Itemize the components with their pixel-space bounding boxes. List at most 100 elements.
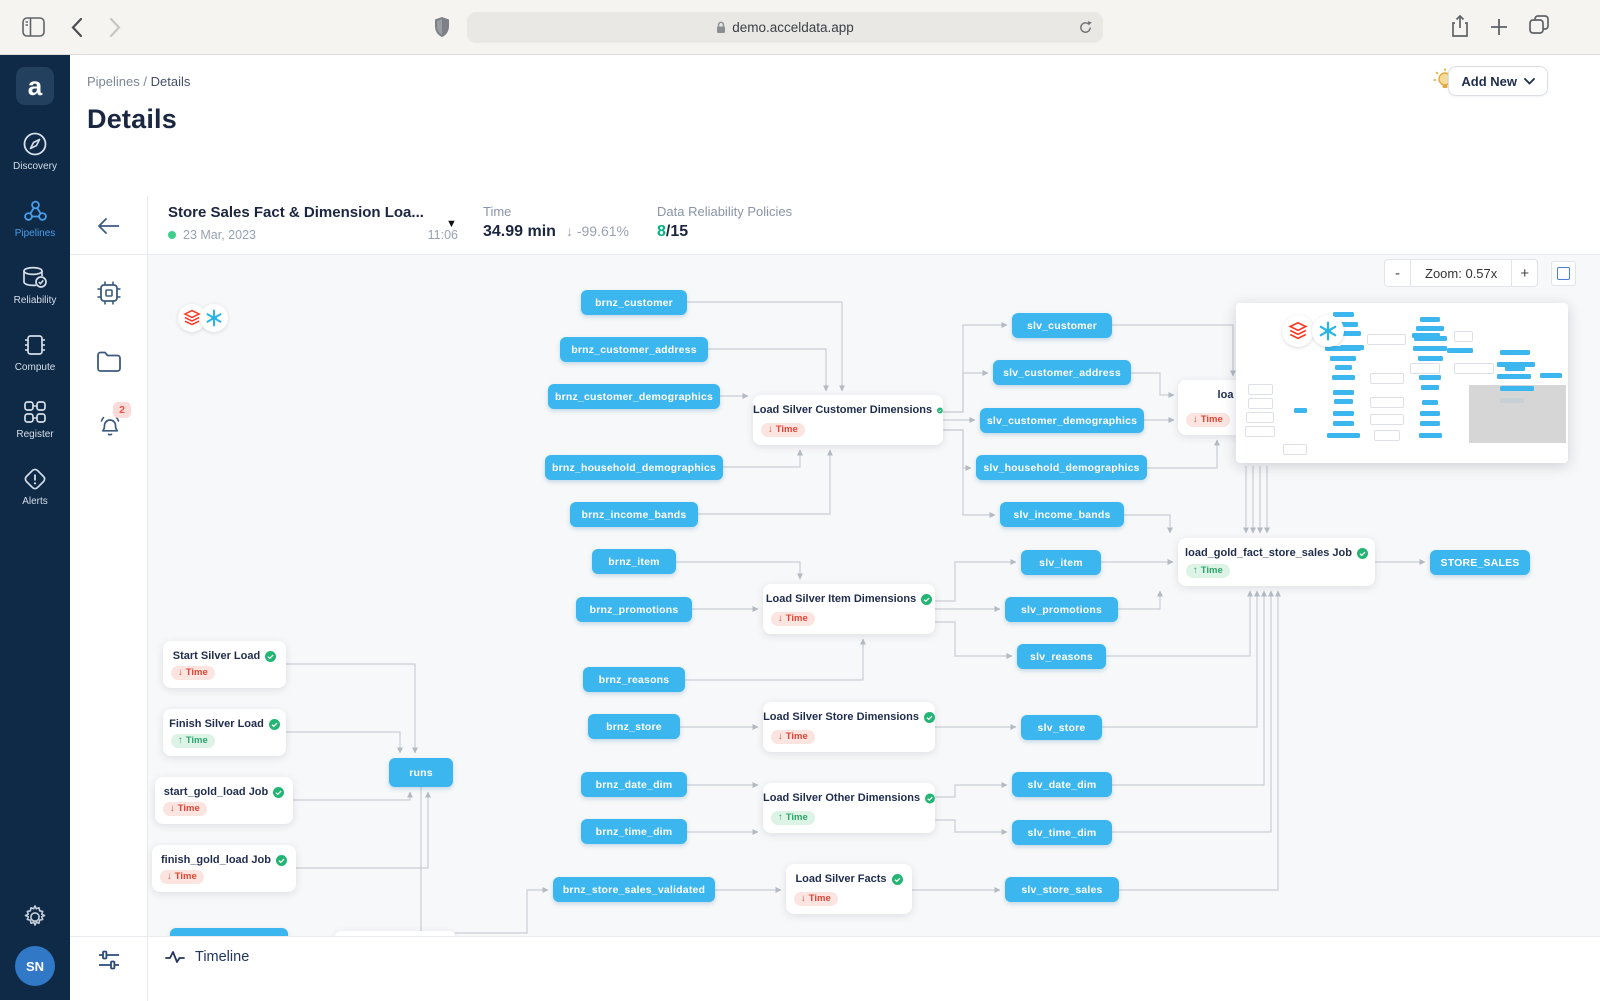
slv_store_sales-node[interactable]: slv_store_sales xyxy=(1005,877,1119,902)
url-text: demo.acceldata.app xyxy=(732,20,854,35)
slv_household_demographics-node[interactable]: slv_household_demographics xyxy=(976,455,1147,480)
pipeline-name[interactable]: Store Sales Fact & Dimension Loa... xyxy=(168,204,424,221)
time-down-badge: ↓Time xyxy=(771,612,815,626)
time-down-badge: ↓Time xyxy=(171,666,215,680)
slv_customer_demographics-node[interactable]: slv_customer_demographics xyxy=(980,408,1144,433)
chevron-down-icon xyxy=(1524,77,1535,85)
slv_customer_address-node[interactable]: slv_customer_address xyxy=(993,360,1131,385)
sidebar-item-discovery[interactable]: Discovery xyxy=(0,131,70,172)
add-new-button[interactable]: Add New xyxy=(1448,66,1548,96)
timeline-toggle[interactable]: Timeline xyxy=(165,949,249,965)
minimap-node xyxy=(1418,433,1442,438)
minimap-node xyxy=(1328,321,1359,327)
slv_income_bands-node[interactable]: slv_income_bands xyxy=(1000,502,1124,527)
page-title: Details xyxy=(87,104,177,134)
back-arrow-icon[interactable] xyxy=(97,217,121,235)
fit-view-button[interactable] xyxy=(1551,260,1577,286)
brnz_promotions-node[interactable]: brnz_promotions xyxy=(576,597,692,622)
slv_item-node[interactable]: slv_item xyxy=(1021,550,1101,575)
sidebar-item-register[interactable]: Register xyxy=(0,399,70,440)
brnz_customer_demographics-node[interactable]: brnz_customer_demographics xyxy=(548,384,720,409)
sidebar-item-reliability[interactable]: Reliability xyxy=(0,265,70,306)
folder-icon[interactable] xyxy=(96,351,122,373)
breadcrumb-parent[interactable]: Pipelines xyxy=(87,74,140,89)
brnz_time_dim-node[interactable]: brnz_time_dim xyxy=(581,819,687,844)
slv_time_dim-node[interactable]: slv_time_dim xyxy=(1012,820,1112,845)
address-bar[interactable]: demo.acceldata.app xyxy=(467,12,1103,43)
app-logo[interactable]: a xyxy=(16,67,54,105)
start_gold_load-node[interactable]: start_gold_load Job↓Time xyxy=(155,777,293,824)
back-button-icon[interactable] xyxy=(70,17,83,38)
settings-gear-icon[interactable] xyxy=(22,904,48,930)
brnz_store-node[interactable]: brnz_store xyxy=(588,714,680,739)
display-settings-icon[interactable] xyxy=(96,947,122,973)
slv_promotions-node[interactable]: slv_promotions xyxy=(1005,597,1118,622)
sidebar-item-alerts[interactable]: Alerts xyxy=(0,466,70,507)
load_gold_fact_store_sales-node[interactable]: load_gold_fact_store_sales Job↑Time xyxy=(1178,538,1375,586)
zoom-toolbar: - Zoom: 0.57x + xyxy=(1384,259,1577,287)
minimap-node xyxy=(1247,384,1273,396)
job-title: Load Silver Item Dimensions xyxy=(765,593,917,605)
sidebar-item-compute[interactable]: Compute xyxy=(0,332,70,373)
brnz_store_sales_validated-node[interactable]: brnz_store_sales_validated xyxy=(553,877,715,902)
minimap-viewport[interactable] xyxy=(1469,385,1566,443)
slv_date_dim-node[interactable]: slv_date_dim xyxy=(1012,772,1112,797)
brnz_customer_address-node[interactable]: brnz_customer_address xyxy=(560,337,708,362)
finish_gold_load-node[interactable]: finish_gold_load Job↓Time xyxy=(152,845,296,892)
start_silver_load-node[interactable]: Start Silver Load↓Time xyxy=(163,641,286,688)
alerts-count-badge: 2 xyxy=(113,402,131,418)
arrow-down-icon: ↓ xyxy=(778,613,783,624)
slv_customer-node[interactable]: slv_customer xyxy=(1012,313,1112,338)
job-title: Load Silver Store Dimensions xyxy=(763,711,919,723)
slv_reasons-node[interactable]: slv_reasons xyxy=(1017,644,1106,669)
arrow-down-icon: ↓ xyxy=(768,424,773,435)
arrow-down-icon: ↓ xyxy=(1193,414,1198,425)
forward-button-icon[interactable] xyxy=(109,17,122,38)
dag-minimap[interactable] xyxy=(1236,303,1568,463)
brnz_income_bands-node[interactable]: brnz_income_bands xyxy=(570,502,698,527)
arrow-up-icon: ↑ xyxy=(178,735,183,746)
finish_silver_load-node[interactable]: Finish Silver Load↑Time xyxy=(163,709,286,756)
load_silver_customer_dimensions-node[interactable]: Load Silver Customer Dimensions↓Time xyxy=(753,395,943,445)
sidebar-item-pipelines[interactable]: Pipelines xyxy=(0,198,70,239)
brnz_date_dim-node[interactable]: brnz_date_dim xyxy=(581,772,687,797)
minimap-node xyxy=(1369,413,1405,425)
minimap-node xyxy=(1374,430,1400,442)
reload-icon[interactable] xyxy=(1078,19,1093,36)
load_silver_item_dimensions-node[interactable]: Load Silver Item Dimensions ↓Time xyxy=(763,584,935,634)
load_silver_other_dimensions-node[interactable]: Load Silver Other Dimensions↑Time xyxy=(763,783,935,833)
status-dot xyxy=(168,231,176,239)
share-icon[interactable] xyxy=(1451,14,1469,38)
success-check-icon xyxy=(273,786,285,798)
brnz_reasons-node[interactable]: brnz_reasons xyxy=(583,667,685,692)
brnz_customer-node[interactable]: brnz_customer xyxy=(581,290,687,315)
zoom-out-button[interactable]: - xyxy=(1384,259,1411,287)
minimap-node xyxy=(1326,433,1360,438)
sidebar-item-label: Pipelines xyxy=(14,228,56,239)
sidebar-toggle-icon[interactable] xyxy=(22,17,45,37)
privacy-shield-icon[interactable] xyxy=(434,16,450,38)
load_silver_facts-node[interactable]: Load Silver Facts↓Time xyxy=(786,864,912,914)
new-tab-icon[interactable] xyxy=(1490,18,1508,36)
runs-node[interactable]: runs xyxy=(389,758,453,787)
tabs-overview-icon[interactable] xyxy=(1529,15,1549,35)
slv_store-node[interactable]: slv_store xyxy=(1021,715,1102,740)
store_sales-node[interactable]: STORE_SALES xyxy=(1430,550,1530,575)
time-down-badge: ↓Time xyxy=(771,730,815,744)
timeline-pulse-icon xyxy=(165,951,185,963)
brnz_item-node[interactable]: brnz_item xyxy=(592,549,676,574)
policies-total: /15 xyxy=(665,223,689,240)
pipeline-dropdown-caret-icon[interactable]: ▼ xyxy=(446,218,457,230)
job-chip-icon[interactable] xyxy=(96,280,122,306)
user-avatar[interactable]: SN xyxy=(15,946,55,986)
load_silver_store_dimensions-node[interactable]: Load Silver Store Dimensions ↓Time xyxy=(763,702,935,752)
compute-chip-icon xyxy=(25,335,45,355)
time-up-badge: ↑Time xyxy=(171,734,215,748)
lock-icon xyxy=(717,21,726,33)
brnz_household_demographics-node[interactable]: brnz_household_demographics xyxy=(545,455,723,480)
zoom-in-button[interactable]: + xyxy=(1511,259,1539,287)
minimap-node xyxy=(1331,375,1355,381)
snowflake-logo xyxy=(200,304,228,332)
time-metric-label: Time xyxy=(483,204,512,219)
minimap-node xyxy=(1330,355,1357,361)
